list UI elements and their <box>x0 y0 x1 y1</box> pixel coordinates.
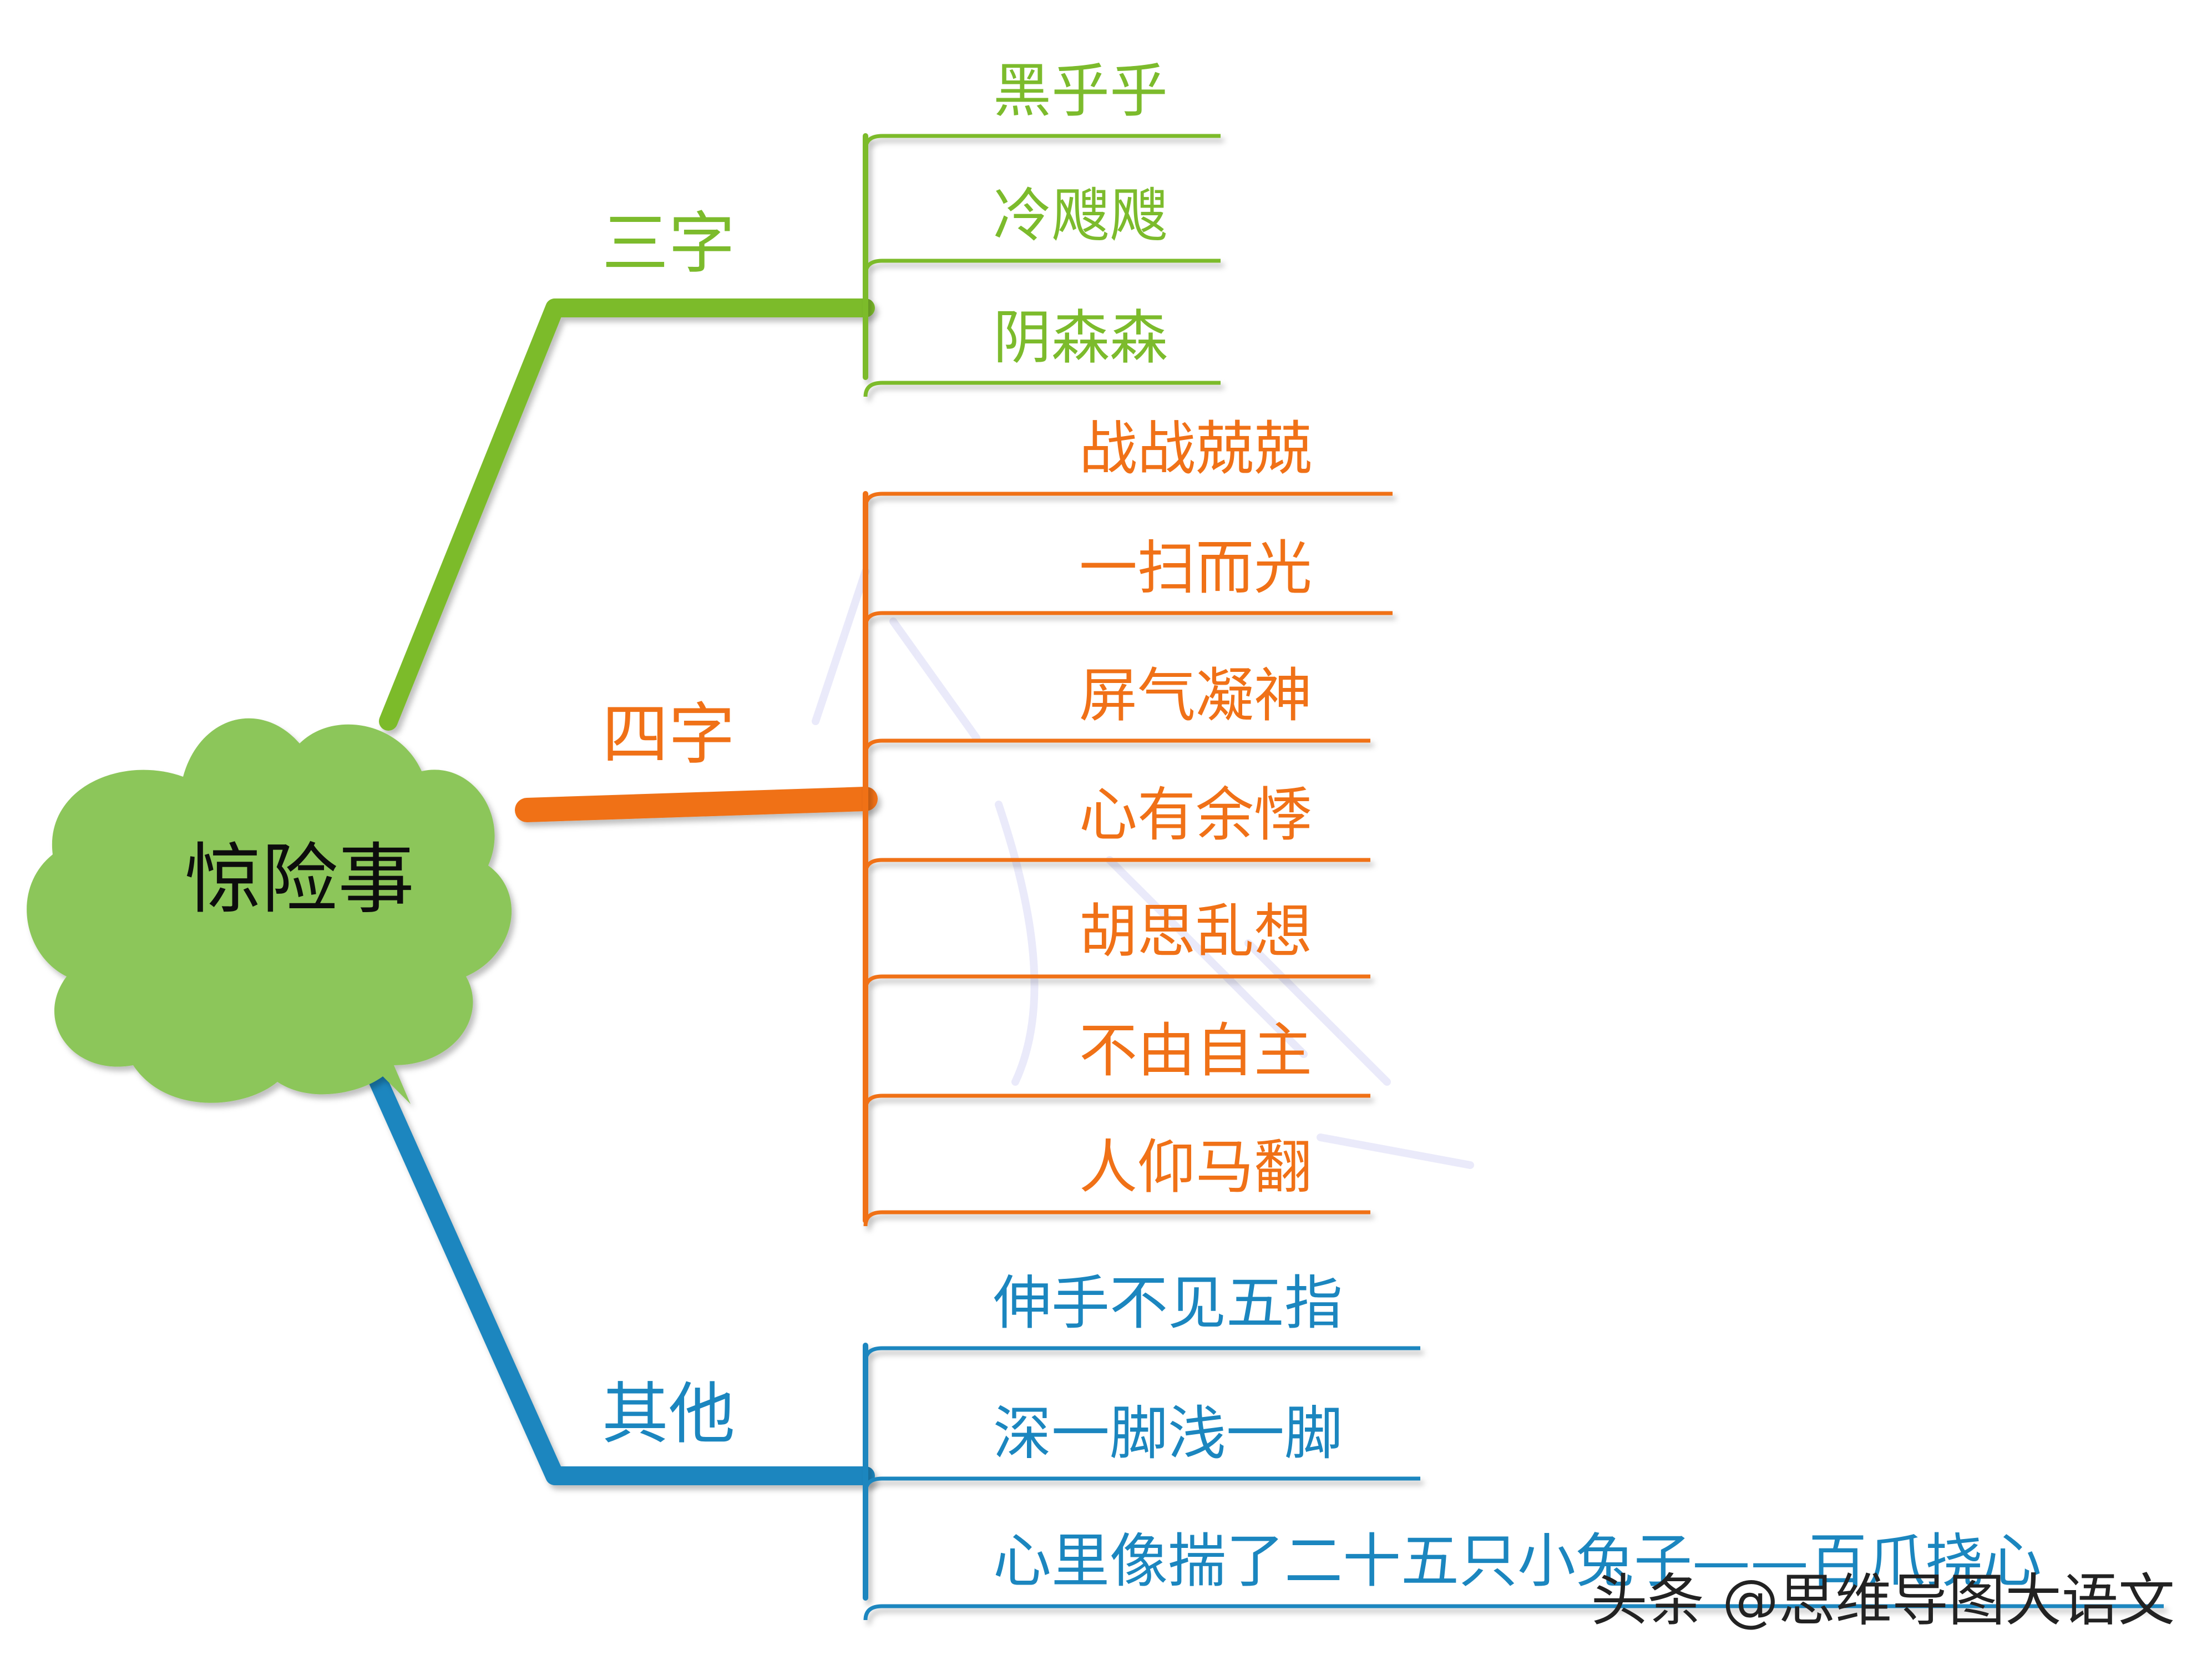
branch-connector-0 <box>379 298 875 731</box>
leaf-item[interactable]: 屏气凝神 <box>1079 662 1312 730</box>
leaf-underline <box>863 1476 1420 1493</box>
leaf-item[interactable]: 胡思乱想 <box>1079 898 1312 965</box>
leaf-item[interactable]: 一扫而光 <box>1079 534 1312 602</box>
leaf-item[interactable]: 冷飕飕 <box>993 182 1168 250</box>
leaf-item[interactable]: 黑乎乎 <box>993 57 1168 125</box>
branch-connector-1 <box>515 787 878 822</box>
branch-label-2[interactable]: 其他 <box>602 1376 735 1453</box>
leaf-item[interactable]: 心有余悸 <box>1079 781 1312 849</box>
leaf-item[interactable]: 不由自主 <box>1079 1017 1312 1085</box>
leaf-item[interactable]: 伸手不见五指 <box>993 1269 1343 1337</box>
leaf-underline <box>863 974 1370 991</box>
leaf-underline <box>863 134 1221 150</box>
leaf-underline <box>863 1346 1420 1363</box>
leaf-underline <box>863 858 1370 874</box>
leaf-underline <box>863 381 1221 397</box>
branch-connectors <box>357 298 878 1485</box>
leaf-item[interactable]: 心里像揣了二十五只小兔子——百爪挠心 <box>993 1527 2042 1595</box>
branch-label-1[interactable]: 四字 <box>602 696 735 773</box>
branch-connector-2 <box>357 1045 875 1485</box>
leaf-underline <box>863 1094 1370 1110</box>
watermark <box>812 568 1474 1169</box>
leaf-underline <box>863 611 1393 627</box>
leaf-groups: 黑乎乎冷飕飕阴森森战战兢兢一扫而光屏气凝神心有余悸胡思乱想不由自主人仰马翻伸手不… <box>863 57 2164 1621</box>
leaf-underline <box>863 738 1370 755</box>
branch-label-0[interactable]: 三字 <box>602 205 735 282</box>
leaf-underline <box>863 1210 1370 1227</box>
leaf-group-2 <box>863 1343 2164 1621</box>
leaf-underline <box>863 1604 2164 1621</box>
central-node[interactable]: 惊险事 <box>27 718 512 1104</box>
leaf-item[interactable]: 深一脚浅一脚 <box>993 1400 1343 1467</box>
leaf-item[interactable]: 阴森森 <box>993 304 1168 372</box>
leaf-item[interactable]: 战战兢兢 <box>1079 415 1312 483</box>
cloud-shape <box>27 718 512 1104</box>
leaf-underline <box>863 492 1393 508</box>
leaf-group-0 <box>863 133 1221 397</box>
footer-credit: 头条 @思维导图大语文 <box>1591 1568 2175 1634</box>
leaf-item[interactable]: 人仰马翻 <box>1079 1133 1312 1201</box>
central-label: 惊险事 <box>185 835 414 924</box>
leaf-underline <box>863 259 1221 275</box>
leaf-group-1 <box>863 491 1393 1227</box>
